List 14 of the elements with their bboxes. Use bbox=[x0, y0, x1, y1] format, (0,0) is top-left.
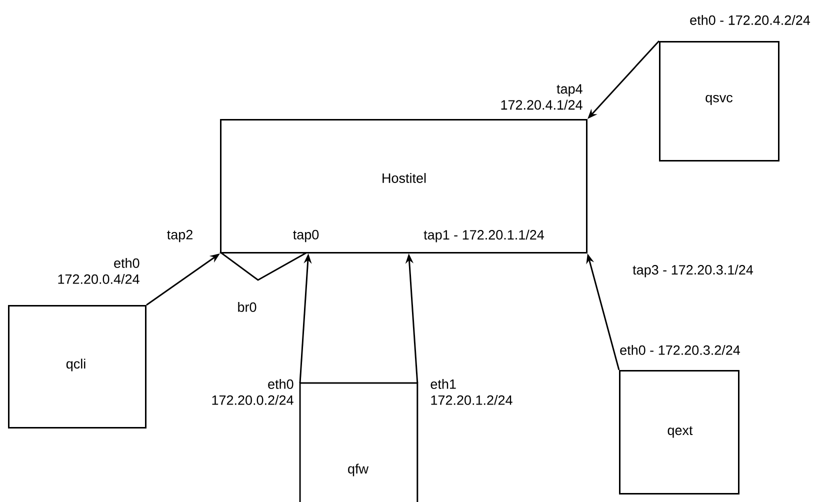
vm-box: qsvc bbox=[659, 40, 780, 162]
interface-label: tap2 bbox=[167, 230, 192, 242]
vm-box: qext bbox=[619, 370, 740, 494]
interface-label: tap4 172.20.4.1/24 bbox=[501, 84, 582, 110]
interface-label: eth1 172.20.1.2/24 bbox=[430, 379, 512, 405]
bridge-label: br0 bbox=[238, 302, 256, 312]
interface-label: tap3 - 172.20.3.1/24 bbox=[632, 264, 754, 278]
vm-box: qfw bbox=[299, 382, 418, 502]
interface-label: eth0 - 172.20.3.2/24 bbox=[620, 345, 740, 355]
interface-label: eth0 172.20.0.2/24 bbox=[212, 379, 294, 405]
interface-label: eth0 172.20.0.4/24 bbox=[58, 258, 140, 284]
interface-label: eth0 - 172.20.4.2/24 bbox=[690, 15, 810, 25]
host-box: Hostitel tap0 tap1 - 172.20.1.1/24 bbox=[220, 119, 588, 254]
vm-box: qcli bbox=[8, 304, 146, 428]
